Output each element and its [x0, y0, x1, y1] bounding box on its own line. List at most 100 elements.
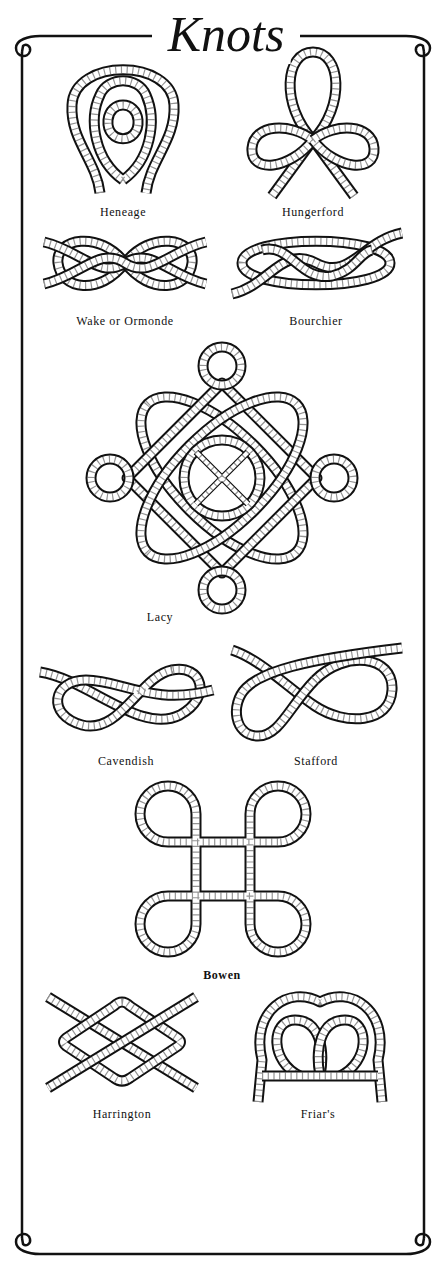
- knot-illustration: [72, 70, 174, 193]
- knot-name: Wake or Ormonde: [74, 314, 175, 329]
- knot-name: Harrington: [91, 1107, 154, 1122]
- rope-core: [313, 128, 374, 165]
- knot-name: Bourchier: [287, 314, 344, 329]
- knot-illustration: [48, 997, 196, 1088]
- rope-twist: [318, 1020, 363, 1076]
- rope-core: [184, 440, 260, 516]
- knot-illustration: [44, 241, 206, 285]
- rope-core: [232, 233, 402, 294]
- rope-core: [108, 105, 138, 139]
- rope-outline: [127, 383, 317, 573]
- corner-curl: [406, 36, 430, 56]
- rope-strand: [44, 242, 206, 284]
- rope-strand: [258, 997, 382, 1102]
- rope-outline: [232, 233, 402, 294]
- rope-outline: [48, 997, 196, 1088]
- rope-outline: [184, 440, 260, 516]
- rope-strand: [140, 786, 306, 952]
- corner-curl: [406, 1234, 430, 1254]
- rope-strand: [44, 242, 206, 284]
- rope-outline: [58, 670, 213, 726]
- rope-twist: [203, 571, 241, 609]
- rope-outline: [72, 70, 174, 193]
- rope-twist: [232, 233, 402, 294]
- rope-outline: [91, 459, 129, 497]
- plate-title: Knots: [162, 4, 291, 64]
- rope-strand: [313, 128, 374, 165]
- rope-core: [258, 997, 382, 1102]
- rope-core: [48, 997, 196, 1088]
- rope-core: [203, 571, 241, 609]
- rope-outline: [108, 105, 138, 139]
- rope-twist: [203, 347, 241, 385]
- rope-twist: [262, 249, 372, 277]
- knot-name: Bowen: [201, 968, 243, 983]
- rope-strand: [94, 81, 151, 180]
- rope-core: [262, 249, 372, 277]
- rope-core: [318, 1020, 363, 1076]
- knot-illustration: [232, 648, 402, 736]
- rope-twist: [58, 670, 213, 726]
- knot-illustration: [140, 786, 306, 952]
- frame-right-line: [423, 52, 426, 1238]
- rope-outline: [258, 997, 382, 1102]
- rope-strand: [252, 128, 313, 165]
- frame: [16, 36, 430, 1254]
- rope-core: [315, 459, 353, 497]
- rope-core: [196, 452, 248, 504]
- rope-twist: [44, 242, 206, 284]
- rope-outline: [315, 459, 353, 497]
- knot-name: Friar's: [299, 1107, 337, 1122]
- rope-strand: [108, 105, 138, 139]
- rope-strand: [236, 648, 402, 736]
- rope-core: [203, 347, 241, 385]
- knot-illustration: [258, 997, 382, 1102]
- rope-twist: [258, 997, 382, 1102]
- rope-twist: [313, 128, 374, 165]
- rope-core: [236, 648, 402, 736]
- rope-twist: [115, 371, 329, 585]
- rope-strand: [115, 371, 329, 585]
- rope-outline: [203, 571, 241, 609]
- rope-twist: [315, 459, 353, 497]
- rope-outline: [252, 128, 313, 165]
- knot-name: Heneage: [98, 205, 148, 220]
- rope-strand: [315, 459, 353, 497]
- rope-twist: [48, 997, 196, 1088]
- rope-strand: [232, 233, 402, 294]
- rope-outline: [115, 371, 329, 585]
- knot-name: Stafford: [292, 754, 340, 769]
- rope-twist: [72, 70, 174, 193]
- rope-twist: [252, 128, 313, 165]
- rope-strand: [127, 383, 317, 573]
- rope-outline: [262, 249, 372, 277]
- rope-strand: [58, 670, 213, 726]
- rope-core: [127, 383, 317, 573]
- rope-twist: [196, 452, 248, 504]
- rope-strand: [48, 997, 196, 1088]
- rope-outline: [48, 997, 196, 1088]
- rope-twist: [115, 371, 329, 585]
- frame-bottom-line: [40, 1253, 406, 1256]
- rope-strand: [196, 452, 248, 504]
- knot-name: Cavendish: [96, 754, 156, 769]
- rope-twist: [91, 459, 129, 497]
- rope-core: [44, 242, 206, 284]
- rope-twist: [184, 440, 260, 516]
- rope-outline: [196, 452, 248, 504]
- rope-twist: [108, 105, 138, 139]
- knot-name: Hungerford: [280, 205, 346, 220]
- rope-outline: [203, 347, 241, 385]
- corner-curl: [16, 36, 40, 56]
- rope-twist: [127, 383, 317, 573]
- rope-core: [252, 128, 313, 165]
- rope-core: [94, 81, 151, 180]
- rope-twist: [44, 242, 206, 284]
- rope-strand: [48, 997, 196, 1088]
- knot-illustration: [252, 52, 374, 196]
- knot-illustration: [40, 669, 213, 726]
- rope-strand: [318, 1020, 363, 1076]
- rope-core: [262, 1073, 378, 1080]
- knot-illustration: [91, 347, 353, 609]
- knot-name: Lacy: [145, 610, 175, 625]
